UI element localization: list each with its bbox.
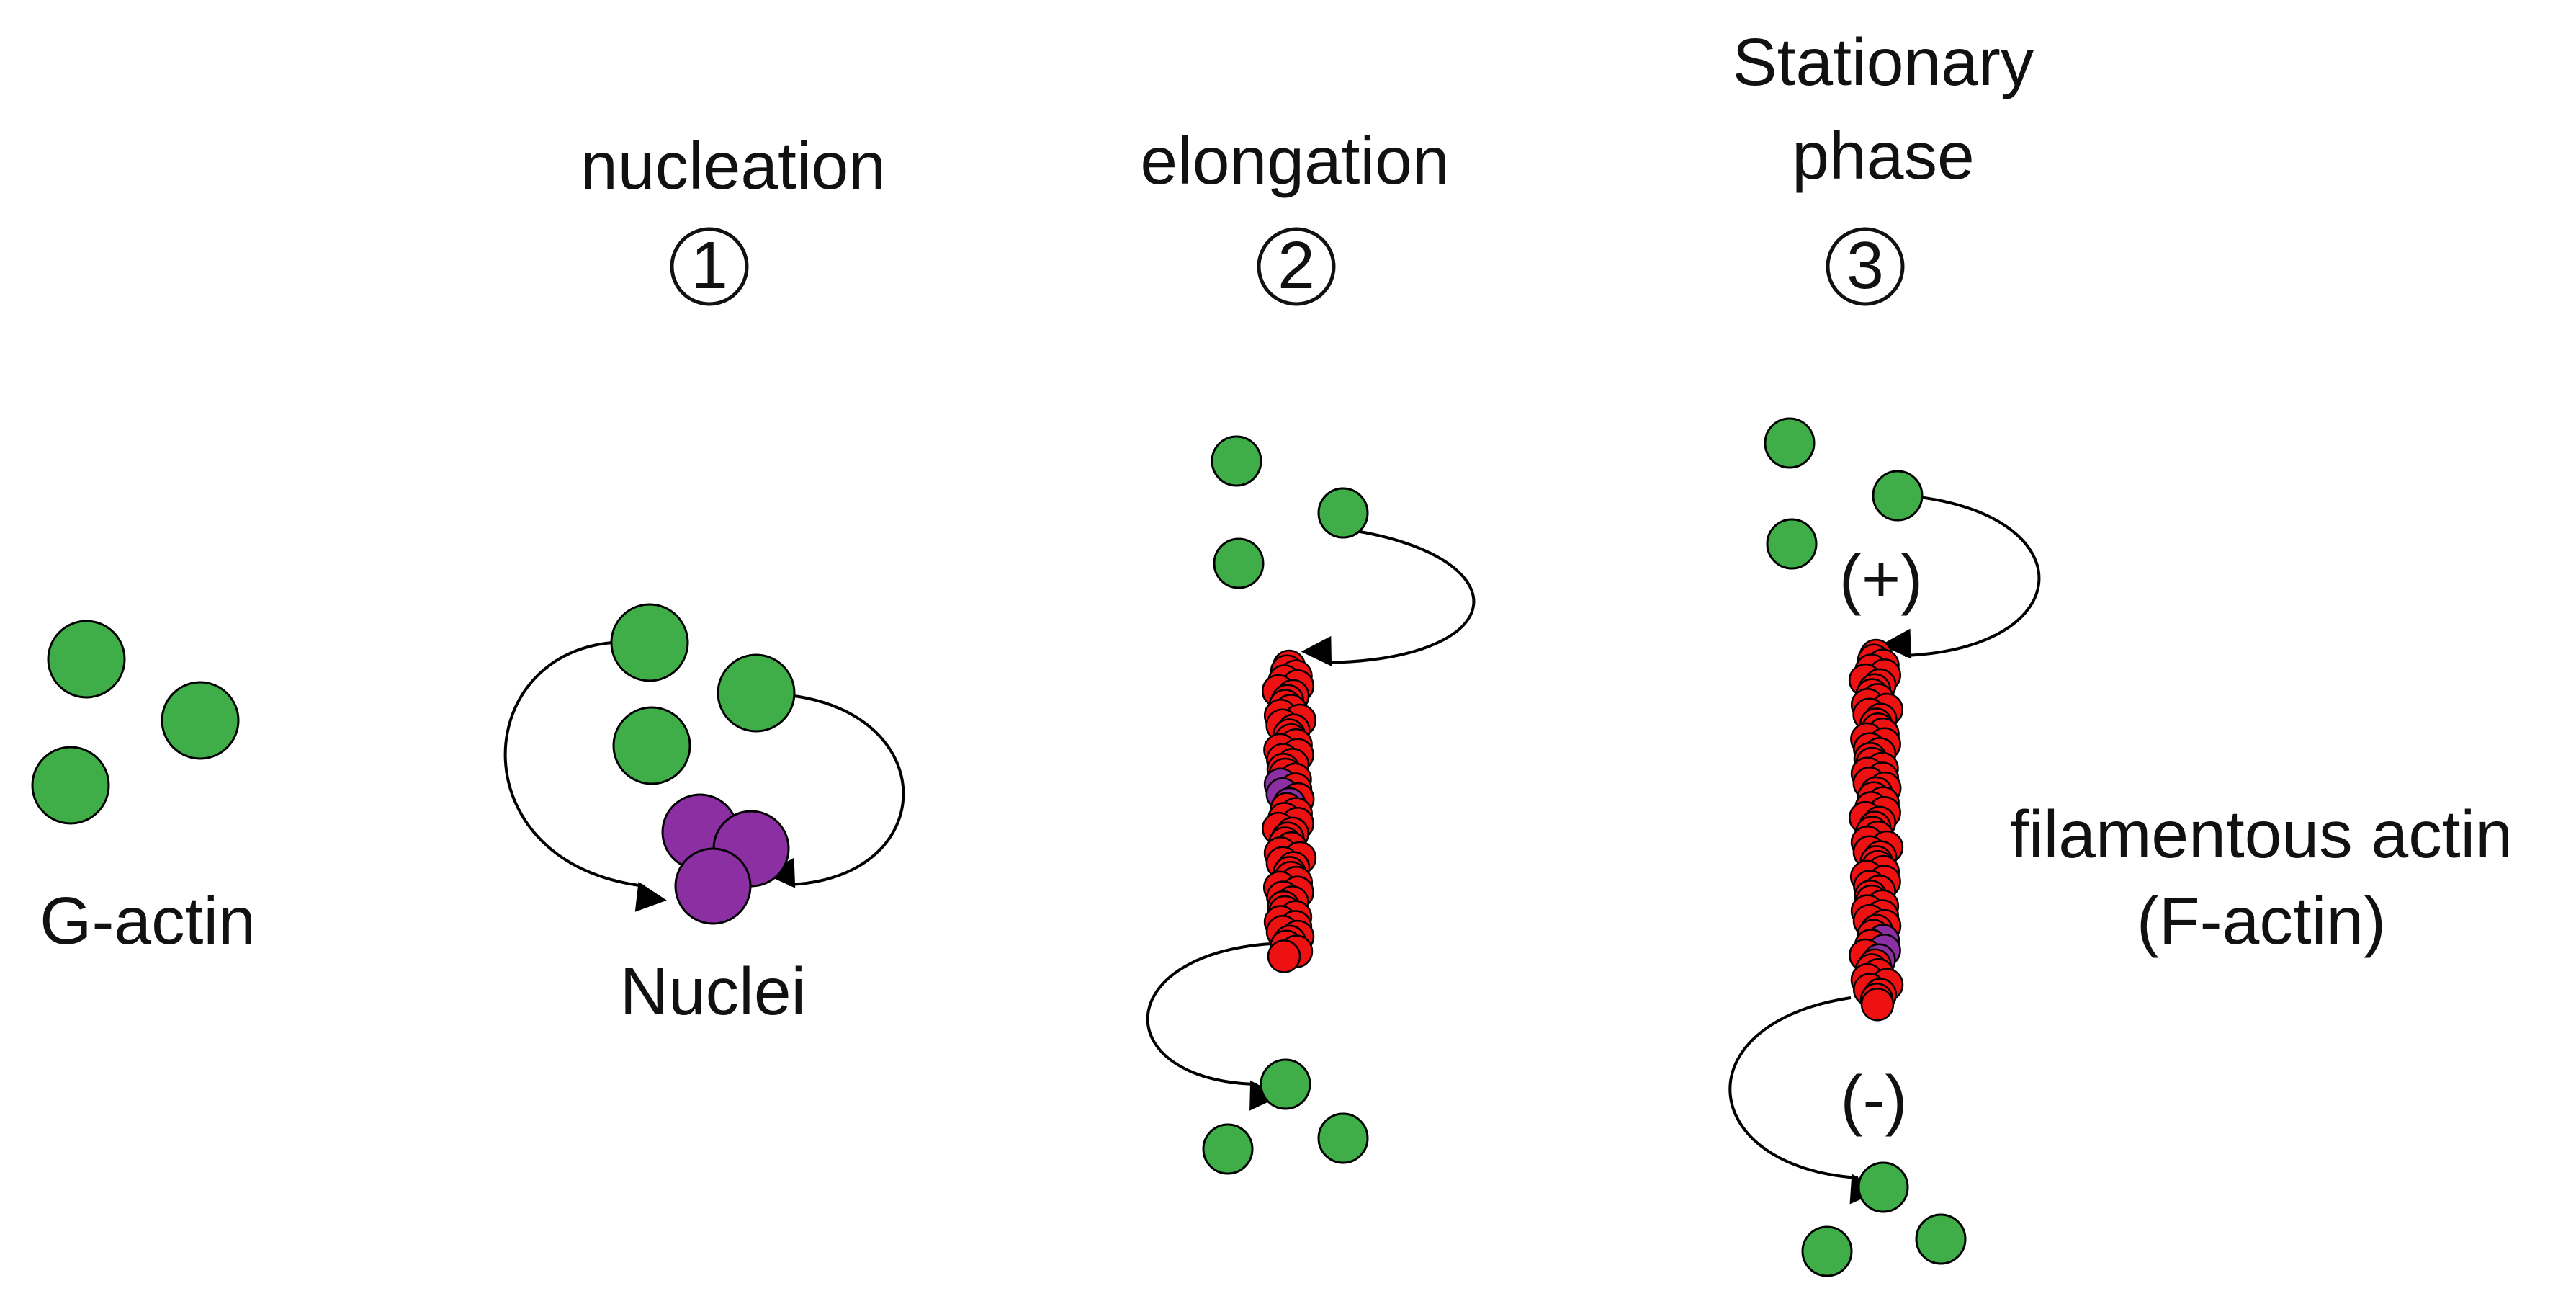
g-actin-monomer [1202,1123,1254,1175]
stage-3-number: 3 [1846,228,1884,303]
minus-end-label: (-) [1841,1062,1908,1137]
stage-3-number-circle [1826,227,1905,306]
f-actin-label-line-1: filamentous actin [2010,797,2513,872]
plus-end-label: (+) [1839,541,1923,616]
stage-1-number-badge: 1 [670,227,749,306]
g-actin-monomer [717,653,796,733]
elongation-free-monomers [1202,435,1369,1175]
g-actin-monomer [1260,1058,1311,1110]
nucleation-arrow-left [503,641,667,912]
g-actin-monomer [1317,487,1369,539]
g-actin-monomer [1211,435,1262,487]
g-actin-monomer [1317,1112,1369,1164]
g-actin-monomer [612,706,691,785]
g-actin-group [31,620,240,825]
elongation-arrows [1146,528,1476,1111]
g-actin-monomer [610,603,689,682]
g-actin-label: G-actin [40,883,256,958]
stationary-arrows [1728,496,2041,1205]
elongation-arrow-top [1301,528,1476,666]
stationary-free-monomers [1764,417,1967,1277]
stage-2-number-badge: 2 [1257,227,1336,306]
stage-3-title-line-2: phase [1792,118,1974,193]
stage-1-number: 1 [691,228,728,303]
stage-2-number-circle [1257,227,1336,306]
stage-1-number-circle [670,227,749,306]
f-actin-subunit [1267,939,1301,973]
g-actin-monomer [1213,537,1265,589]
elongation-filament [1261,649,1317,973]
g-actin-monomer [1857,1161,1909,1213]
nucleation-arrows [503,641,905,912]
stationary-arrow-top [1880,496,2041,659]
elongation-arrow-bottom [1146,942,1280,1111]
nuclei-label: Nuclei [620,954,806,1029]
g-actin-monomer [47,620,126,699]
nucleus-subunit [674,847,752,925]
f-actin-label-line-2: (F-actin) [2137,883,2386,958]
g-actin-monomer [1801,1225,1853,1277]
nucleation-arrow-right [764,694,905,888]
stationary-arrow-bottom [1728,996,1881,1205]
stage-3-number-badge: 3 [1826,227,1905,306]
f-actin-subunit [1860,987,1895,1022]
g-actin-monomer [1764,417,1816,469]
nucleation-monomers [610,603,796,785]
stage-2-number: 2 [1278,228,1315,303]
g-actin-monomer [1872,470,1924,522]
stationary-filament [1848,638,1904,1022]
stage-1-title: nucleation [580,128,886,203]
g-actin-monomer [31,746,110,825]
nucleus-cluster [661,793,790,925]
g-actin-monomer [1766,518,1818,570]
stage-2-title: elongation [1140,123,1449,198]
stage-3-title-line-1: Stationary [1733,24,2034,99]
g-actin-monomer [1915,1213,1967,1265]
g-actin-monomer [161,681,240,760]
